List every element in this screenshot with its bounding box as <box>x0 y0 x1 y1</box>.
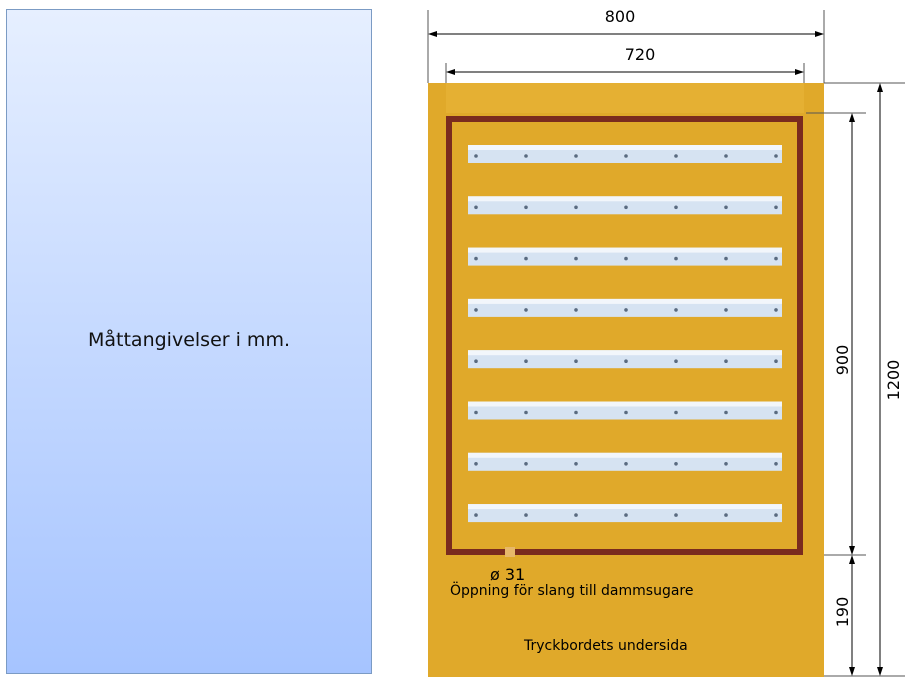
rail <box>468 350 782 369</box>
rail-hole <box>574 205 578 210</box>
board-top-strip <box>446 83 804 113</box>
rail-hole <box>674 410 678 415</box>
dimension-720-label: 720 <box>625 45 656 64</box>
rail-hole <box>674 308 678 312</box>
rail <box>468 298 782 317</box>
rail-hole <box>524 154 528 158</box>
hose-opening <box>505 547 515 557</box>
rail-hole <box>774 410 778 415</box>
rail-hole <box>774 513 778 517</box>
dimension-720: 720 <box>445 45 805 83</box>
rail-hole <box>524 410 528 415</box>
dimension-1200-label: 1200 <box>884 360 903 401</box>
rail-hole <box>624 205 628 210</box>
rail-hole <box>524 513 528 517</box>
rail-hole <box>774 205 778 210</box>
rail-hole <box>524 205 528 210</box>
rail-hole <box>774 308 778 312</box>
rail-hole <box>524 462 528 466</box>
rail-highlight <box>468 504 782 510</box>
rail-hole <box>724 359 728 364</box>
rail-hole <box>574 462 578 466</box>
rail-hole <box>474 205 478 210</box>
rail-hole <box>524 308 528 312</box>
rail <box>468 452 782 471</box>
diameter-label: ø 31 <box>490 565 525 584</box>
rail-hole <box>474 308 478 312</box>
rail-highlight <box>468 145 782 150</box>
board <box>428 83 824 677</box>
rail <box>468 247 782 266</box>
note-text: Måttangivelser i mm. <box>88 328 290 351</box>
rail-hole <box>474 462 478 466</box>
dimension-900-label: 900 <box>833 345 852 376</box>
rail <box>468 504 782 523</box>
rail-hole <box>474 256 478 261</box>
rail-hole <box>474 359 478 364</box>
rail-hole <box>724 256 728 261</box>
rail-hole <box>674 205 678 210</box>
rail-hole <box>624 462 628 466</box>
note-panel: Måttangivelser i mm. <box>6 9 372 674</box>
underside-label: Tryckbordets undersida <box>523 638 688 654</box>
rail-hole <box>774 256 778 261</box>
rail-highlight <box>468 247 782 253</box>
rail-hole <box>574 256 578 261</box>
rail-hole <box>624 513 628 517</box>
rail-hole <box>474 154 478 158</box>
dimension-800: 800 <box>427 7 825 83</box>
rail <box>468 401 782 420</box>
rail <box>468 196 782 215</box>
rail-hole <box>674 359 678 364</box>
rail-hole <box>524 359 528 364</box>
rail-hole <box>624 154 628 158</box>
rail-hole <box>724 308 728 312</box>
dimension-190: 190 <box>833 555 855 676</box>
rail-hole <box>474 410 478 415</box>
rail-highlight <box>468 298 782 304</box>
rail-hole <box>624 359 628 364</box>
rail-highlight <box>468 401 782 407</box>
inner-frame <box>446 116 803 555</box>
dimension-900: 900 <box>806 112 866 556</box>
rail-hole <box>674 154 678 158</box>
rail-hole <box>624 308 628 312</box>
rail-hole <box>724 410 728 415</box>
rail-hole <box>574 308 578 312</box>
rail <box>468 145 782 163</box>
rail-hole <box>774 154 778 158</box>
dimension-190-label: 190 <box>833 597 852 628</box>
rail-hole <box>574 359 578 364</box>
rail-hole <box>724 154 728 158</box>
rail-hole <box>774 462 778 466</box>
rail-highlight <box>468 196 782 202</box>
dimension-800-label: 800 <box>605 7 636 26</box>
rail-highlight <box>468 452 782 458</box>
rail-hole <box>774 359 778 364</box>
opening-label: Öppning för slang till dammsugare <box>450 581 693 599</box>
rail-hole <box>624 410 628 415</box>
rail-hole <box>574 154 578 158</box>
rail-hole <box>724 513 728 517</box>
rail-highlight <box>468 350 782 356</box>
rail-hole <box>574 410 578 415</box>
rail-hole <box>624 256 628 261</box>
rails-group <box>468 145 782 523</box>
rail-hole <box>724 205 728 210</box>
rail-hole <box>474 513 478 517</box>
rail-hole <box>674 462 678 466</box>
rail-hole <box>574 513 578 517</box>
rail-hole <box>674 513 678 517</box>
rail-hole <box>674 256 678 261</box>
rail-hole <box>524 256 528 261</box>
rail-hole <box>724 462 728 466</box>
dimension-1200: 1200 <box>824 82 905 677</box>
